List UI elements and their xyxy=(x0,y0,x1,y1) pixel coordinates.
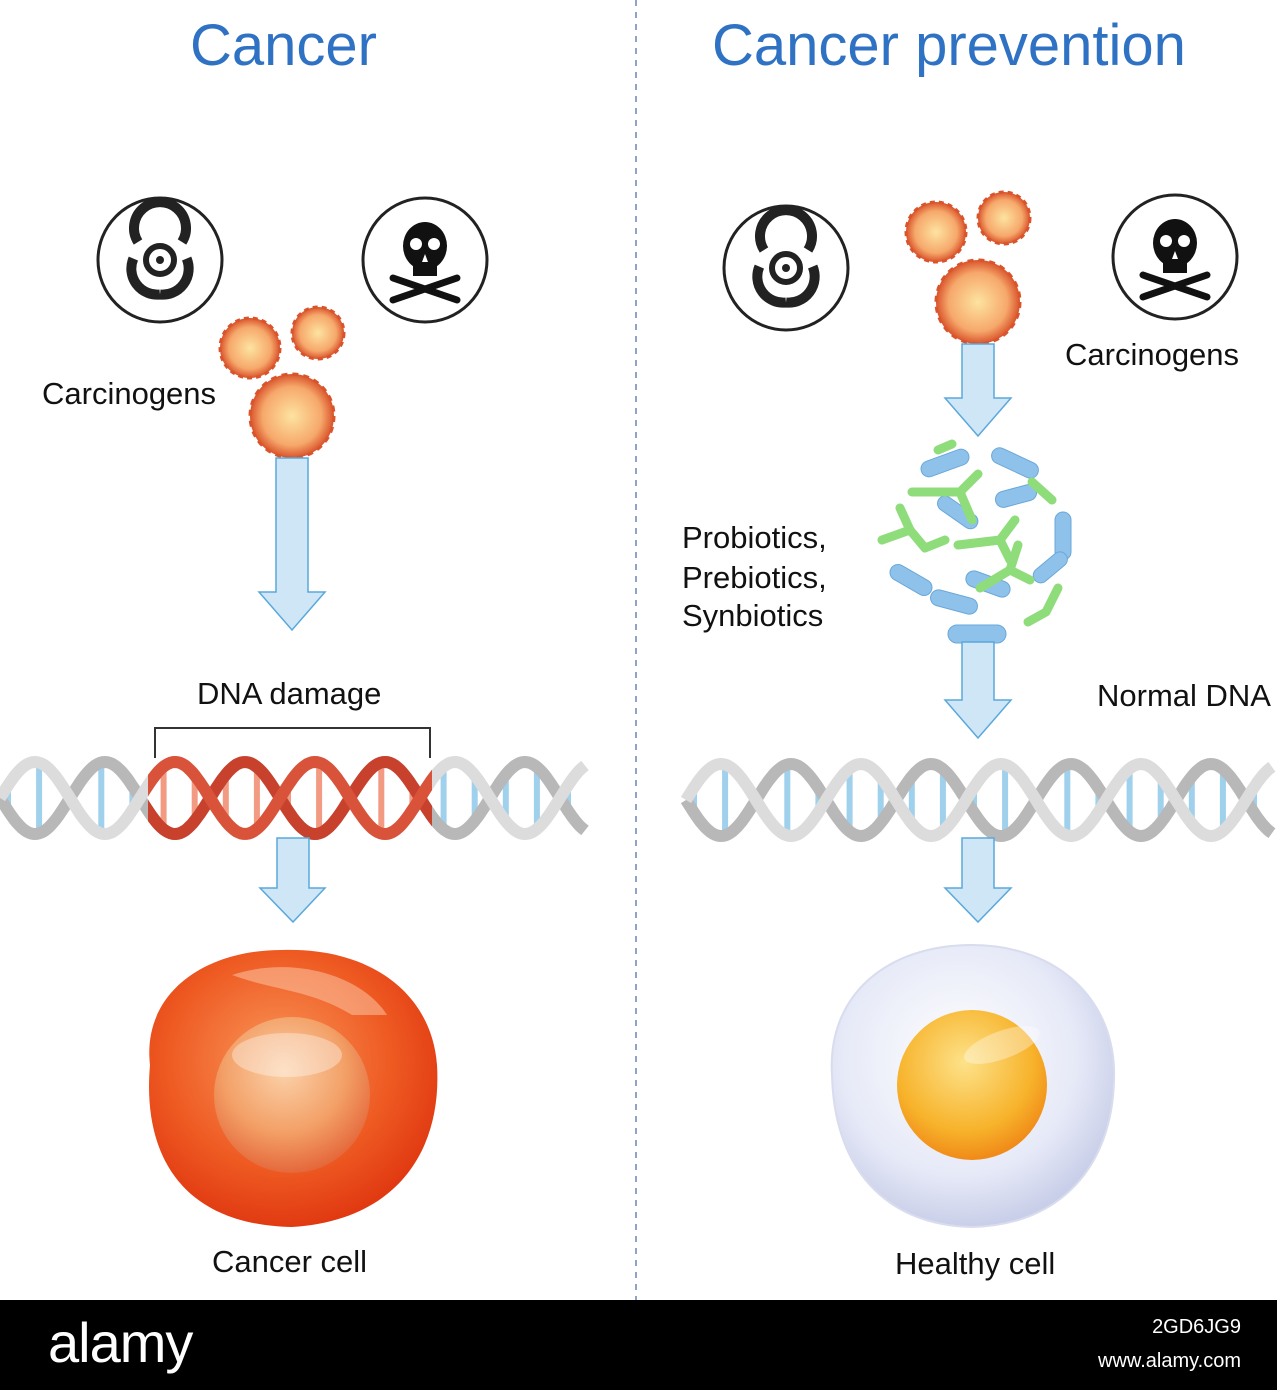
dna-base-pair xyxy=(1157,777,1164,823)
carcinogen-particle xyxy=(248,372,336,460)
dna-damage-label: DNA damage xyxy=(197,676,382,711)
healthy-cell xyxy=(830,943,1116,1229)
image-id: 2GD6JG9 xyxy=(1152,1316,1241,1338)
carcinogen-particle xyxy=(218,316,282,380)
dna-base-pair xyxy=(691,787,697,813)
site-url: www.alamy.com xyxy=(1098,1350,1241,1372)
dna-base-pair xyxy=(784,764,791,836)
left-panel-title: Cancer xyxy=(190,13,377,78)
dna-base-pair xyxy=(565,785,571,811)
dna-base-pair xyxy=(191,775,198,821)
dna-base-pair xyxy=(877,777,884,823)
flow-arrow xyxy=(943,641,1013,740)
dna-base-pair xyxy=(846,768,853,832)
dna-base-pair xyxy=(129,786,136,810)
dna-base-pair xyxy=(1002,764,1009,836)
carcinogen-particle xyxy=(904,200,968,264)
skull-crossbones-icon xyxy=(361,196,489,324)
right-carcinogens-label: Carcinogens xyxy=(1065,337,1240,372)
dna-base-pair xyxy=(160,766,167,830)
left-carcinogens-label: Carcinogens xyxy=(42,376,217,411)
dna-base-pair xyxy=(378,762,385,834)
dna-base-pair xyxy=(98,762,105,834)
dna-base-pair xyxy=(533,767,540,829)
diagram-artwork xyxy=(0,0,1276,1300)
cancer-cell xyxy=(149,949,438,1227)
dna-helix-right xyxy=(680,757,1276,843)
dna-backbone xyxy=(680,757,1276,843)
healthy-cell-label: Healthy cell xyxy=(895,1246,1056,1281)
alamy-logo: alamy xyxy=(48,1311,193,1374)
dna-base-pair xyxy=(1219,769,1226,831)
flow-arrow xyxy=(943,837,1013,924)
dna-base-pair xyxy=(1126,768,1133,832)
carcinogen-particle xyxy=(934,258,1022,346)
dna-base-pair xyxy=(409,786,416,810)
dna-damaged-backbone xyxy=(148,755,432,841)
probiotics-cluster xyxy=(877,439,1072,644)
dna-damage-bracket xyxy=(154,727,431,758)
dna-base-pair xyxy=(939,769,946,831)
normal-dna-label: Normal DNA xyxy=(1097,678,1271,713)
footer-bar: alamy 2GD6JG9 www.alamy.com xyxy=(0,1300,1277,1390)
dna-base-pair xyxy=(502,774,509,822)
dna-base-pair xyxy=(285,785,291,811)
dna-damaged-backbone xyxy=(148,755,432,841)
skull-crossbones-icon xyxy=(1111,193,1239,321)
carcinogen-particle xyxy=(976,190,1032,246)
dna-base-pair xyxy=(471,775,478,821)
dna-base-pair xyxy=(253,767,260,829)
flow-arrow xyxy=(258,837,327,924)
probiotics-line-2: Prebiotics, xyxy=(682,560,827,595)
dna-base-pair xyxy=(440,766,447,830)
dna-base-pair xyxy=(222,774,229,822)
flow-arrow xyxy=(943,343,1013,438)
dna-base-pair xyxy=(908,776,915,824)
carcinogen-particle xyxy=(290,305,346,361)
right-panel-title: Cancer prevention xyxy=(712,13,1186,78)
dna-base-pair xyxy=(1064,764,1071,836)
biohazard-icon xyxy=(96,196,224,324)
dna-base-pair xyxy=(971,787,977,813)
dna-base-pair xyxy=(316,762,323,834)
dna-base-pair xyxy=(1095,788,1102,812)
cancer-cell-label: Cancer cell xyxy=(212,1244,368,1279)
dna-helix-left xyxy=(0,755,589,841)
dna-base-pair xyxy=(5,785,11,811)
probiotics-line-3: Synbiotics xyxy=(682,598,824,633)
dna-base-pair xyxy=(1188,776,1195,824)
biohazard-icon xyxy=(722,204,850,332)
probiotics-line-1: Probiotics, xyxy=(682,520,827,555)
flow-arrow xyxy=(257,457,327,632)
dna-base-pair xyxy=(36,762,43,834)
dna-base-pair xyxy=(1251,787,1257,813)
dna-base-pair xyxy=(815,788,822,812)
dna-base-pair xyxy=(722,764,729,836)
